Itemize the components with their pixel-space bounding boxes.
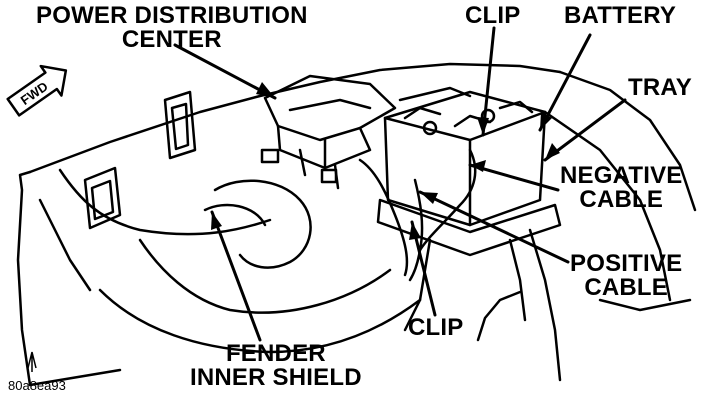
- fender-outline: [16, 62, 562, 387]
- label-clip-bottom: CLIP: [408, 314, 464, 341]
- signature-mark: [27, 351, 37, 372]
- label-pdc-line1: POWER DISTRIBUTION: [36, 2, 308, 29]
- power-distribution-center-box: [260, 74, 397, 190]
- leader-arrowheads: [211, 82, 560, 240]
- battery-cables: [358, 148, 477, 282]
- battery-body: [383, 86, 547, 227]
- fender-vents: [83, 90, 197, 230]
- leader-lines: [173, 26, 627, 342]
- label-pdc-line2: CENTER: [121, 26, 222, 53]
- label-negative-cable: NEGATIVE CABLE: [560, 164, 683, 212]
- label-power-distribution-center: POWER DISTRIBUTION CENTER: [36, 4, 308, 52]
- label-fender-line2: INNER SHIELD: [190, 364, 362, 391]
- cowl-panel: [528, 70, 697, 382]
- fwd-arrow-icon: FWD: [6, 64, 68, 117]
- label-positive-line1: POSITIVE: [570, 250, 683, 277]
- label-positive-cable: POSITIVE CABLE: [570, 252, 682, 300]
- lower-grommet: [476, 290, 522, 342]
- label-negative-line1: NEGATIVE: [560, 162, 683, 189]
- label-fender-line1: FENDER: [225, 340, 326, 367]
- label-battery: BATTERY: [564, 2, 677, 29]
- battery-tray: [376, 198, 562, 332]
- figure-code: 80a8ea93: [8, 378, 66, 393]
- label-tray: TRAY: [628, 74, 692, 101]
- inner-shield-housing: [98, 179, 422, 354]
- label-positive-line2: CABLE: [584, 274, 668, 301]
- label-fender-inner-shield: FENDER INNER SHIELD: [190, 342, 362, 390]
- label-clip-top: CLIP: [465, 2, 521, 29]
- label-negative-line2: CABLE: [579, 186, 664, 213]
